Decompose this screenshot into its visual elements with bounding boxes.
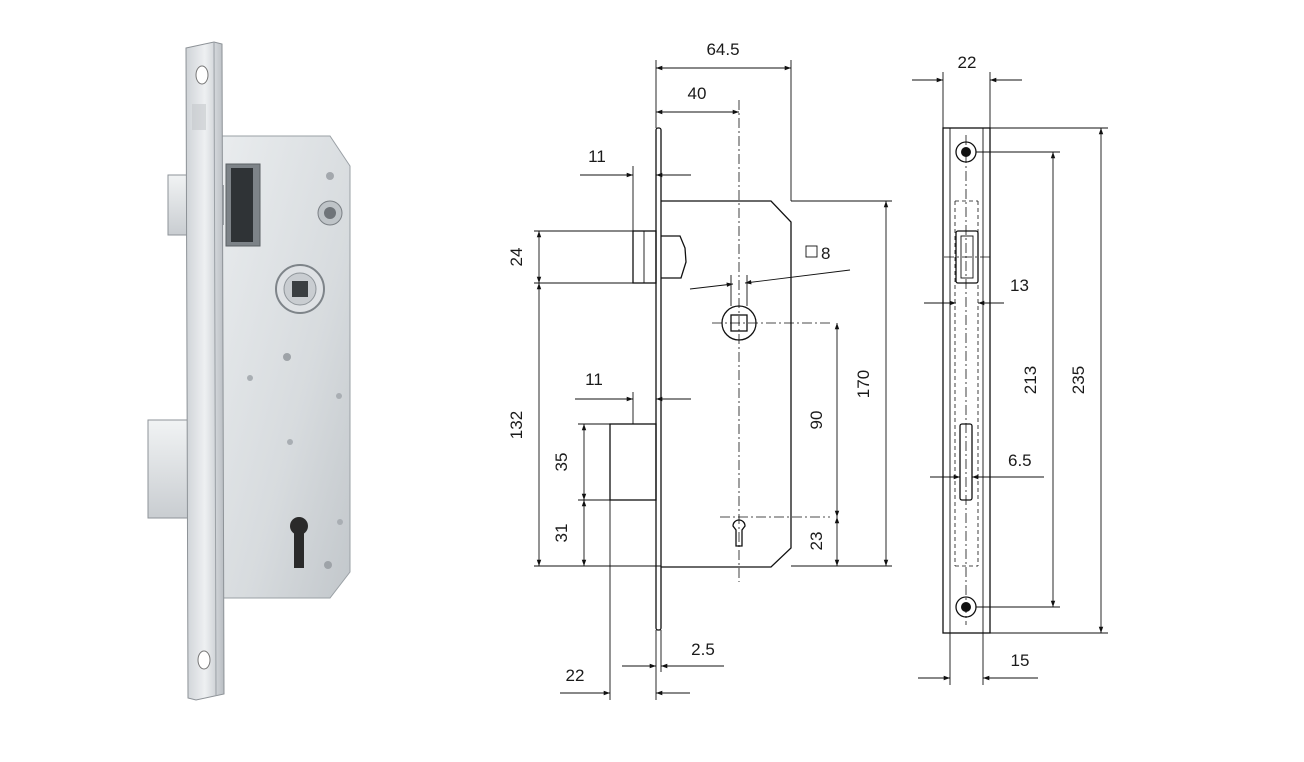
- dim-faceplate-thickness: 2.5: [691, 640, 715, 659]
- front-case-outline: [661, 200, 792, 568]
- faceplate-screw-hole: [197, 650, 211, 670]
- faceplate-screw-hole: [195, 65, 209, 85]
- front-latch: [632, 230, 657, 284]
- dim-keyhole-to-bottom: 23: [807, 532, 826, 551]
- front-deadbolt: [609, 423, 657, 501]
- dim-backset: 40: [688, 84, 707, 103]
- dim-deadbolt-to-bottom: 31: [552, 524, 571, 543]
- front-view-drawing: 64.5 40 11 24 8 132 11 35: [507, 40, 892, 700]
- keyhole: [290, 517, 308, 568]
- dim-case-width: 15: [1011, 651, 1030, 670]
- dim-latch-projection: 11: [588, 147, 606, 166]
- side-view-drawing: 22 13 6.5 213 235 15: [912, 53, 1108, 685]
- lock-photo: [147, 41, 351, 701]
- side-faceplate: [942, 127, 991, 634]
- dim-latch-height: 24: [507, 248, 526, 267]
- dim-center-distance: 90: [807, 411, 826, 430]
- dim-faceplate-height: 235: [1069, 366, 1088, 394]
- dim-faceplate-width: 22: [958, 53, 977, 72]
- dim-spindle-square: 8: [821, 244, 830, 263]
- dim-deadbolt-projection: 11: [585, 370, 603, 389]
- front-keyhole: [732, 519, 746, 547]
- dim-screw-distance: 213: [1021, 366, 1040, 394]
- dim-overall-depth: 64.5: [706, 40, 739, 59]
- dim-bolt-throw: 22: [566, 666, 585, 685]
- dim-latch-width: 13: [1010, 276, 1029, 295]
- spindle-square-hole: [292, 281, 308, 297]
- front-faceplate: [655, 127, 662, 631]
- dim-deadbolt-height: 35: [552, 453, 571, 472]
- faceplate: [185, 41, 225, 701]
- dim-case-height: 170: [854, 370, 873, 398]
- dim-bolt-width: 6.5: [1008, 451, 1032, 470]
- dim-spindle-to-bottom: 132: [507, 411, 526, 439]
